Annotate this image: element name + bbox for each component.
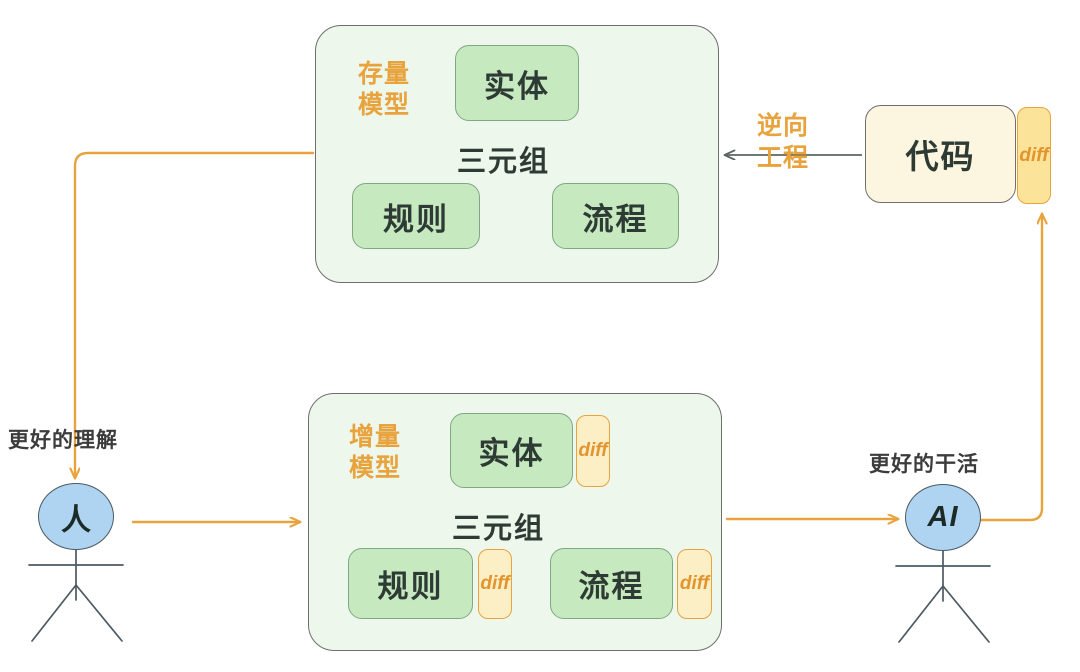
diff-badge-flow[interactable]: diff bbox=[677, 549, 712, 619]
human-stick-body bbox=[28, 549, 124, 642]
node-incremental-flow[interactable]: 流程 bbox=[550, 548, 673, 619]
ai-stick-body bbox=[895, 550, 991, 643]
actor-human[interactable]: 人 bbox=[38, 483, 114, 550]
node-stock-flow[interactable]: 流程 bbox=[552, 183, 679, 249]
actor-ai[interactable]: AI bbox=[905, 484, 981, 551]
node-stock-entity[interactable]: 实体 bbox=[455, 45, 579, 121]
arrow-ai-to-code-diff bbox=[976, 214, 1042, 522]
label-reverse-engineering: 逆向 工程 bbox=[757, 112, 810, 172]
node-stock-rule[interactable]: 规则 bbox=[352, 183, 480, 249]
node-code[interactable]: 代码 bbox=[865, 105, 1016, 203]
diff-badge-entity[interactable]: diff bbox=[576, 415, 610, 487]
diff-badge-rule[interactable]: diff bbox=[478, 549, 512, 619]
label-incremental-triplet: 三元组 bbox=[452, 513, 546, 545]
label-better-understanding: 更好的理解 bbox=[8, 429, 118, 452]
panel-stock-title: 存量 模型 bbox=[358, 60, 411, 119]
label-better-work: 更好的干活 bbox=[869, 453, 979, 476]
node-incremental-entity[interactable]: 实体 bbox=[450, 413, 573, 488]
panel-incremental-title: 增量 模型 bbox=[349, 423, 402, 482]
label-stock-triplet: 三元组 bbox=[457, 146, 551, 178]
diff-badge-code[interactable]: diff bbox=[1017, 107, 1051, 204]
node-incremental-rule[interactable]: 规则 bbox=[348, 548, 473, 619]
